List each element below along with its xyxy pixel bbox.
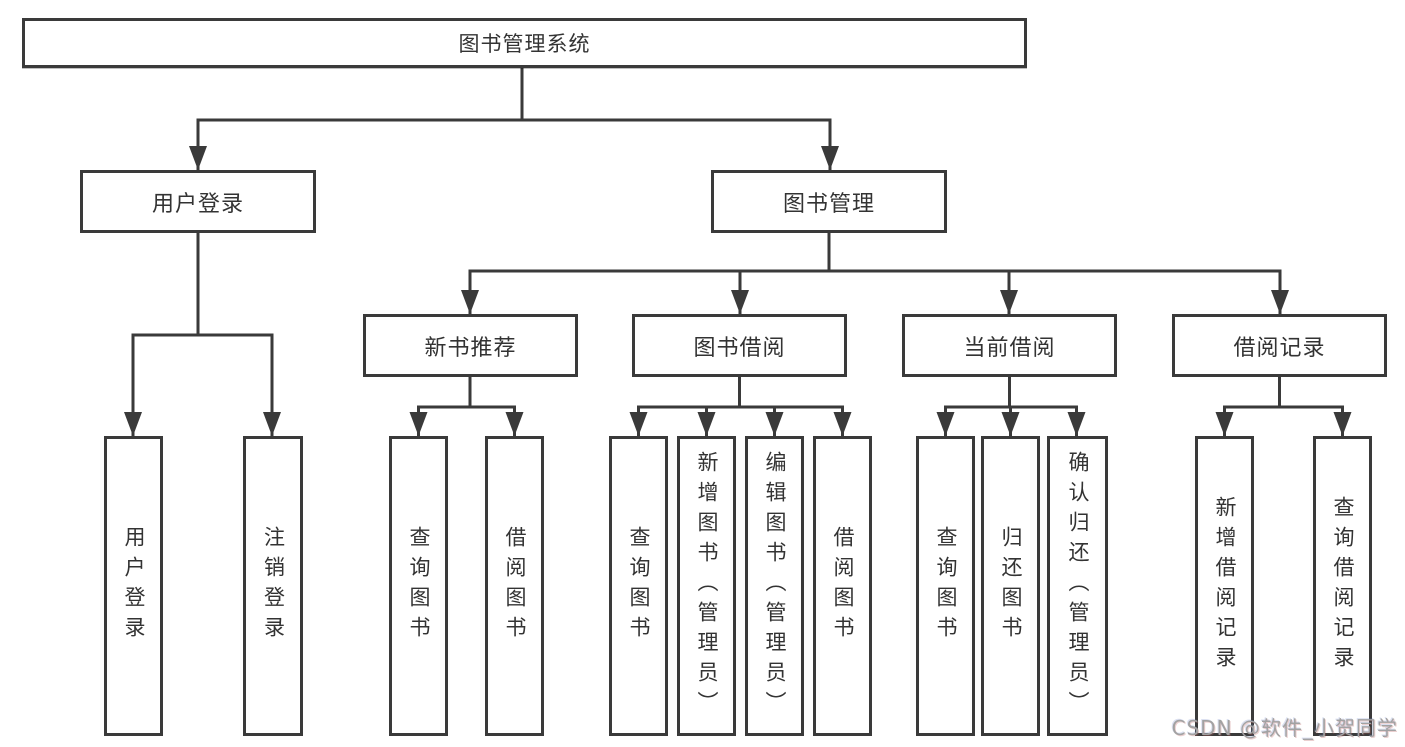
leaf-current-query-books: 查询图书: [916, 436, 975, 736]
leaf-records-add-borrow-record: 新增借阅记录: [1195, 436, 1254, 736]
leaf-borrowing-query-books: 查询图书: [609, 436, 668, 736]
leaf-current-confirm-return-admin: 确认归还（管理员）: [1047, 436, 1108, 736]
node-current-borrowing: 当前借阅: [902, 314, 1117, 377]
leaf-borrowing-borrow-books: 借阅图书: [813, 436, 872, 736]
edge-root-to-children: [189, 68, 839, 170]
leaf-user-login: 用户登录: [104, 436, 163, 736]
node-new-book-recommend: 新书推荐: [363, 314, 578, 377]
leaf-logout-login: 注销登录: [243, 436, 303, 736]
edge-borrowing-records-to-children: [1215, 377, 1352, 436]
leaf-recommend-query-books: 查询图书: [389, 436, 448, 736]
node-book-borrowing: 图书借阅: [632, 314, 847, 377]
csdn-watermark: CSDN @软件_小贺同学: [1171, 716, 1398, 740]
edge-new-book-recommend-to-children: [409, 377, 524, 436]
leaf-recommend-borrow-books: 借阅图书: [485, 436, 544, 736]
leaf-borrowing-add-books-admin: 新增图书（管理员）: [677, 436, 736, 736]
leaf-current-return-books: 归还图书: [981, 436, 1040, 736]
node-user-login: 用户登录: [80, 170, 316, 233]
edge-book-management-to-children: [461, 233, 1289, 314]
node-root: 图书管理系统: [22, 18, 1027, 68]
leaf-borrowing-edit-books-admin: 编辑图书（管理员）: [745, 436, 804, 736]
leaf-records-query-borrow-record: 查询借阅记录: [1313, 436, 1372, 736]
edge-current-borrowing-to-children: [936, 377, 1086, 436]
node-borrowing-records: 借阅记录: [1172, 314, 1387, 377]
node-book-management: 图书管理: [711, 170, 947, 233]
edge-user-login-to-children: [124, 233, 281, 436]
edge-book-borrowing-to-children: [629, 377, 852, 436]
